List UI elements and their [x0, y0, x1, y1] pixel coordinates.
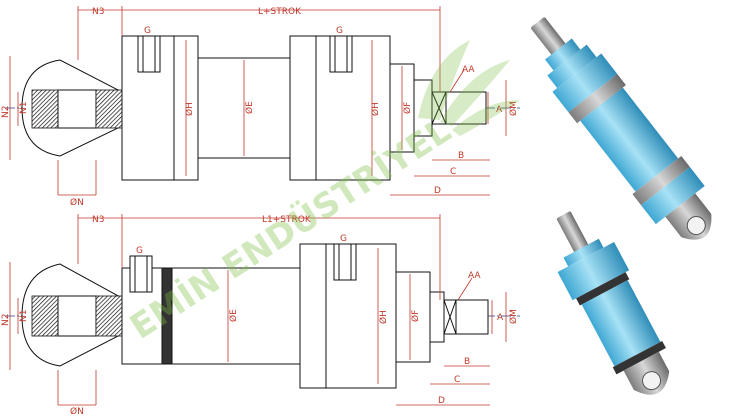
top-eye-hatch-left — [31, 89, 59, 129]
bottom-c-label: C — [454, 375, 460, 385]
top-n3-label: N3 — [92, 7, 104, 17]
bottom-n2-label: N2 — [1, 314, 11, 326]
bottom-on-label: ØN — [70, 406, 84, 416]
bottom-length-label: L1+STROK — [262, 215, 312, 225]
bottom-b-label: B — [464, 357, 470, 367]
top-om-label: ØM — [508, 101, 519, 116]
top-c-label: C — [450, 167, 456, 177]
top-eye-hatch-right — [95, 89, 123, 129]
bottom-drawing: N3 L1+STROK G G N2 N1 ØN ØE ØH ØF AA A Ø… — [1, 214, 520, 416]
bottom-aa-label: AA — [468, 271, 481, 281]
bottom-om-label: ØM — [508, 309, 519, 324]
top-n1-label: N1 — [19, 102, 29, 114]
top-aa-label: AA — [462, 65, 475, 75]
bottom-of-label: ØF — [410, 310, 421, 322]
top-n2-label: N2 — [1, 106, 11, 118]
bottom-port-left — [129, 255, 153, 293]
bottom-a-label: A — [497, 313, 504, 323]
bottom-eye-hatch-right — [95, 295, 123, 337]
top-of-label: ØF — [402, 102, 413, 114]
top-d-label: D — [434, 186, 441, 196]
bottom-gland — [395, 271, 431, 363]
bottom-eye-bore — [57, 295, 97, 337]
bottom-oe-label: ØE — [228, 309, 239, 322]
bottom-front-flange — [299, 243, 327, 389]
top-on-label: ØN — [70, 197, 84, 208]
top-drawing: N3 L+STROK G G N2 N1 ØN ØH ØE ØH ØF AA A… — [1, 6, 520, 208]
bottom-eye-hatch-left — [31, 295, 59, 337]
top-port-left — [137, 35, 161, 73]
top-oh-label-right: ØH — [370, 102, 381, 116]
top-front-head — [315, 35, 391, 181]
bottom-n1-label: N1 — [19, 310, 29, 322]
bottom-port-right — [333, 243, 357, 281]
top-oh-label-left: ØH — [184, 102, 195, 116]
top-g-label-right: G — [336, 26, 343, 36]
bottom-rod-thread — [455, 299, 489, 335]
top-rod-thread — [445, 91, 487, 125]
top-front-flange — [289, 35, 317, 181]
bottom-n3-label: N3 — [92, 215, 104, 225]
cylinder-render-top — [531, 17, 712, 240]
bottom-tube — [171, 267, 301, 365]
cylinder-render-bottom — [556, 211, 670, 395]
top-oe-label: ØE — [244, 101, 255, 114]
bottom-oh-label: ØH — [378, 310, 389, 324]
bottom-g-label-left: G — [136, 246, 143, 256]
bottom-d-label: D — [438, 396, 445, 406]
bottom-g-label-right: G — [340, 234, 347, 244]
top-eye-bore — [57, 89, 97, 129]
top-port-right — [329, 35, 353, 73]
top-b-label: B — [458, 151, 464, 161]
top-length-label: L+STROK — [258, 7, 302, 17]
bottom-rod-base — [429, 291, 445, 343]
top-a-label: A — [496, 105, 503, 115]
top-g-label-left: G — [144, 26, 151, 36]
